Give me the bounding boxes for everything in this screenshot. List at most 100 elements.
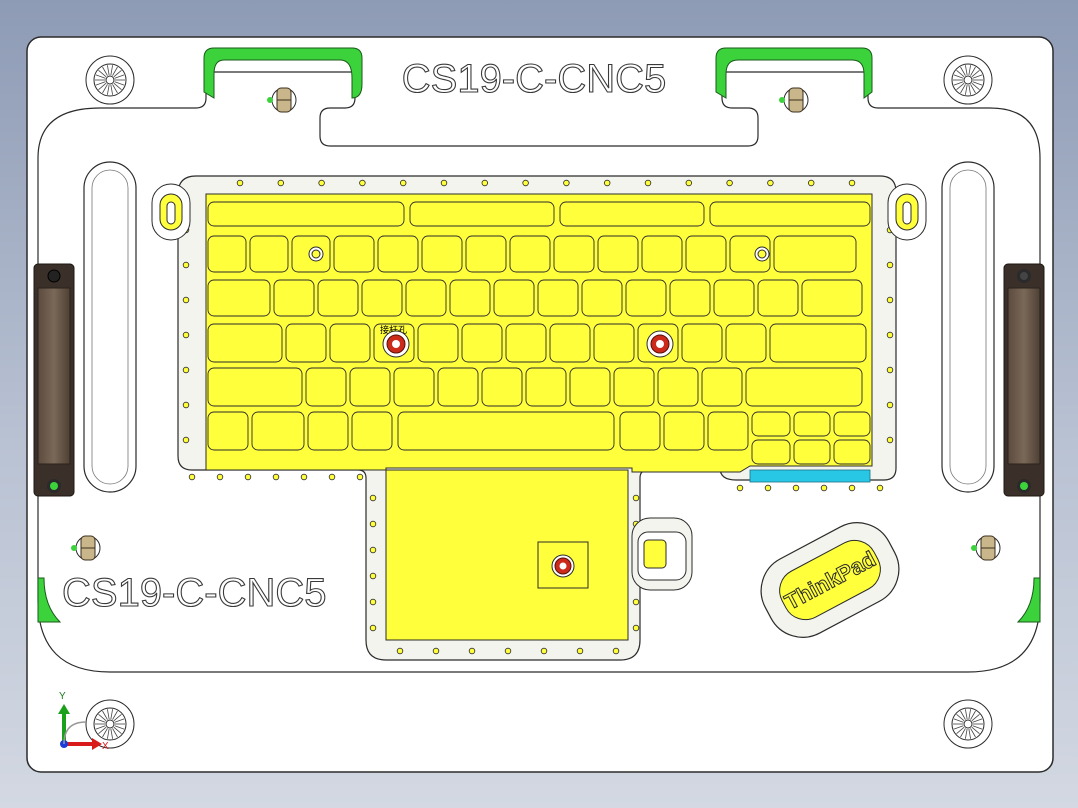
keyboard-key	[437, 367, 479, 407]
perimeter-hole	[182, 401, 190, 409]
keyboard-key	[619, 411, 661, 451]
keyboard-key	[421, 235, 463, 273]
locating-stud	[267, 87, 297, 113]
perimeter-hole	[504, 647, 512, 655]
perimeter-hole	[886, 401, 894, 409]
corner-screw	[943, 55, 993, 105]
keyboard-key	[713, 279, 755, 317]
perimeter-hole	[886, 331, 894, 339]
perimeter-hole	[369, 598, 377, 606]
perimeter-hole	[764, 484, 772, 492]
keyboard-key	[559, 201, 705, 227]
keyboard-key	[305, 367, 347, 407]
keyboard-key	[709, 201, 871, 227]
perimeter-hole	[886, 296, 894, 304]
keyboard-key	[751, 411, 791, 437]
perimeter-hole	[318, 179, 325, 187]
perimeter-hole	[876, 484, 884, 492]
keyboard-key	[273, 279, 315, 317]
left-side-clamp	[33, 263, 75, 497]
keyboard-key	[549, 323, 591, 363]
keyboard-key	[597, 235, 639, 273]
keyboard-key	[361, 279, 403, 317]
locating-stud	[779, 87, 809, 113]
keyboard-key	[707, 411, 749, 451]
perimeter-hole	[792, 484, 800, 492]
keyboard-key	[329, 323, 371, 363]
perimeter-hole	[369, 624, 377, 632]
keyboard-key	[351, 411, 393, 451]
perimeter-hole	[820, 484, 828, 492]
perimeter-hole	[848, 179, 856, 187]
locating-studs	[71, 87, 1001, 561]
keyboard-key	[681, 323, 723, 363]
keyboard-key	[773, 235, 857, 273]
corner-screws	[85, 55, 993, 749]
green-clamp-top-right	[715, 47, 873, 99]
perimeter-hole	[604, 179, 611, 187]
part-number-top: CS19-C-CNC5	[402, 57, 667, 101]
perimeter-hole	[188, 473, 196, 481]
perimeter-hole	[182, 296, 190, 304]
keyboard-key	[663, 411, 705, 451]
perimeter-hole	[563, 179, 570, 187]
perimeter-hole	[540, 647, 548, 655]
keyboard-key	[509, 235, 551, 273]
perimeter-hole	[369, 546, 377, 554]
perimeter-hole	[236, 179, 244, 187]
perimeter-hole	[369, 572, 377, 580]
keyboard-keys	[207, 201, 871, 465]
keyboard-key	[685, 235, 727, 273]
keyboard-key	[701, 367, 743, 407]
keyboard-key	[249, 235, 289, 273]
keyboard-key	[833, 411, 871, 437]
keyboard-key	[405, 279, 447, 317]
keyboard-key	[207, 201, 405, 227]
perimeter-hole	[328, 473, 336, 481]
perimeter-hole	[886, 366, 894, 374]
locating-stud	[71, 535, 101, 561]
keyboard-key	[525, 367, 567, 407]
perimeter-hole	[182, 261, 190, 269]
keyboard-key	[745, 367, 863, 407]
corner-screw	[85, 55, 135, 105]
cyan-marker	[749, 469, 871, 483]
keyboard-key	[801, 279, 863, 317]
perimeter-hole	[216, 473, 224, 481]
perimeter-hole	[576, 647, 584, 655]
perimeter-hole	[300, 473, 308, 481]
right-side-clamp	[1003, 263, 1045, 497]
green-clamp-bottom-right	[1016, 577, 1041, 623]
keyboard-key	[317, 279, 359, 317]
keyboard-key	[751, 439, 791, 465]
keyboard-key	[657, 367, 699, 407]
keyboard-key	[449, 279, 491, 317]
keyboard-key	[581, 279, 623, 317]
left-slot-inner	[91, 169, 129, 485]
keyboard-key	[769, 323, 867, 363]
keyboard-key	[333, 235, 375, 273]
triad-x-label: X	[102, 741, 109, 752]
perimeter-hole	[359, 179, 366, 187]
keyboard-key	[465, 235, 507, 273]
perimeter-hole	[244, 473, 252, 481]
keyboard-key	[833, 439, 871, 465]
keyboard-side-bosses	[151, 183, 927, 241]
right-slot-inner	[949, 169, 987, 485]
left-slot	[83, 161, 137, 493]
perimeter-hole	[736, 484, 744, 492]
keyboard-key	[669, 279, 711, 317]
keyboard-key	[569, 367, 611, 407]
keyboard-key	[397, 411, 615, 451]
keyboard-key	[757, 279, 799, 317]
keyboard-key	[307, 411, 349, 451]
perimeter-hole	[808, 179, 815, 187]
perimeter-hole	[886, 261, 894, 269]
keyboard-key	[207, 235, 247, 273]
perimeter-hole	[632, 494, 640, 502]
perimeter-hole	[396, 647, 404, 655]
perimeter-hole	[644, 179, 652, 187]
keyboard-key	[625, 279, 667, 317]
keyboard-key	[493, 279, 535, 317]
coordinate-triad: Y X	[58, 691, 109, 752]
